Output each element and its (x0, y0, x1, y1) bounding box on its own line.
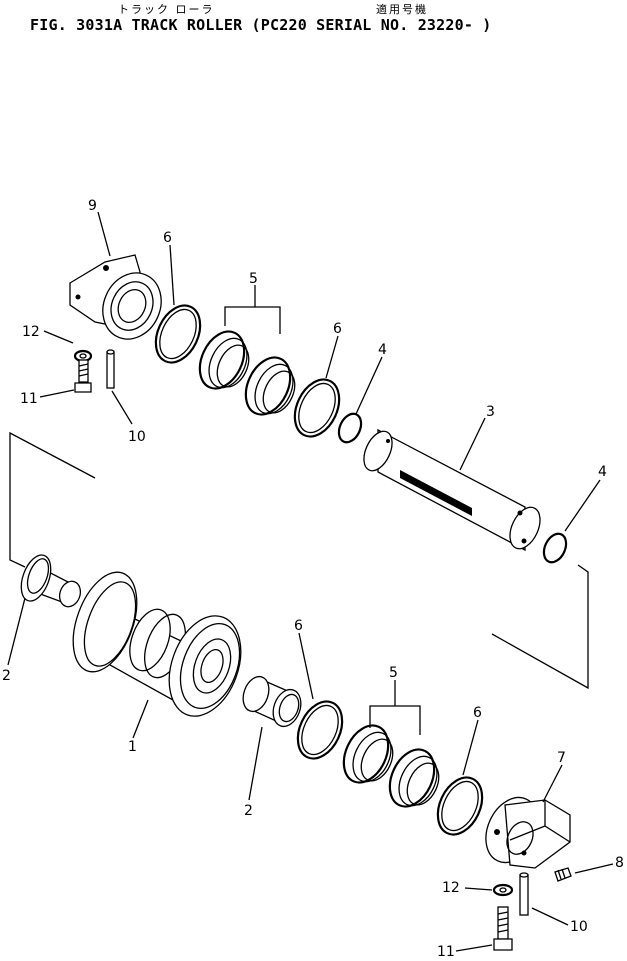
callout-4: 4 (378, 342, 387, 358)
part-6-o-ring-lower-1 (296, 700, 344, 760)
part-6-o-ring-lower-2 (436, 776, 484, 836)
callout-11: 11 (20, 391, 38, 407)
callout-6: 6 (473, 705, 482, 721)
part-11-bolt-lower (493, 906, 513, 951)
callout-4: 4 (598, 464, 607, 480)
callout-5: 5 (389, 665, 398, 681)
callout-2: 2 (2, 668, 11, 684)
callout-7: 7 (557, 750, 566, 766)
part-7-end-cap (485, 796, 571, 869)
callouts: 9 6 5 6 4 3 4 12 11 10 2 1 2 6 5 6 7 8 1… (2, 198, 624, 960)
callout-6: 6 (333, 321, 342, 337)
part-10-pin-lower (519, 872, 529, 916)
assembly-guide-lines (9, 431, 589, 690)
callout-10: 10 (128, 429, 146, 445)
part-8-plug (554, 867, 572, 882)
callout-9: 9 (88, 198, 97, 214)
callout-5: 5 (249, 271, 258, 287)
callout-6: 6 (163, 230, 172, 246)
callout-11: 11 (437, 944, 455, 960)
callout-8: 8 (615, 855, 624, 871)
figure-title: FIG. 3031A TRACK ROLLER (PC220 SERIAL NO… (30, 16, 492, 34)
callout-2: 2 (244, 803, 253, 819)
part-10-pin-upper (106, 349, 115, 389)
callout-12: 12 (442, 880, 460, 896)
part-4-o-ring-right (542, 532, 568, 564)
part-3-shaft (363, 428, 541, 552)
callout-1: 1 (128, 739, 137, 755)
part-6-o-ring-upper-2 (293, 378, 341, 438)
part-12-washer-lower (492, 883, 514, 897)
part-5-floating-seal-lower (342, 724, 440, 808)
part-11-bolt-upper (74, 359, 92, 393)
part-2-bushing-center (242, 675, 302, 728)
callout-6: 6 (294, 618, 303, 634)
part-9-end-cap (69, 254, 162, 340)
part-1-roller (72, 571, 242, 717)
part-2-bushing-left (20, 554, 82, 608)
callout-3: 3 (486, 404, 495, 420)
part-4-o-ring-upper (337, 412, 363, 444)
callout-10: 10 (570, 919, 588, 935)
leader-lines (7, 211, 614, 952)
part-5-floating-seal-upper (198, 330, 296, 416)
callout-12: 12 (22, 324, 40, 340)
japanese-part-name: トラック ローラ (118, 3, 215, 16)
japanese-applicability: 適用号機 (376, 3, 428, 16)
part-6-o-ring-upper-1 (154, 304, 202, 364)
